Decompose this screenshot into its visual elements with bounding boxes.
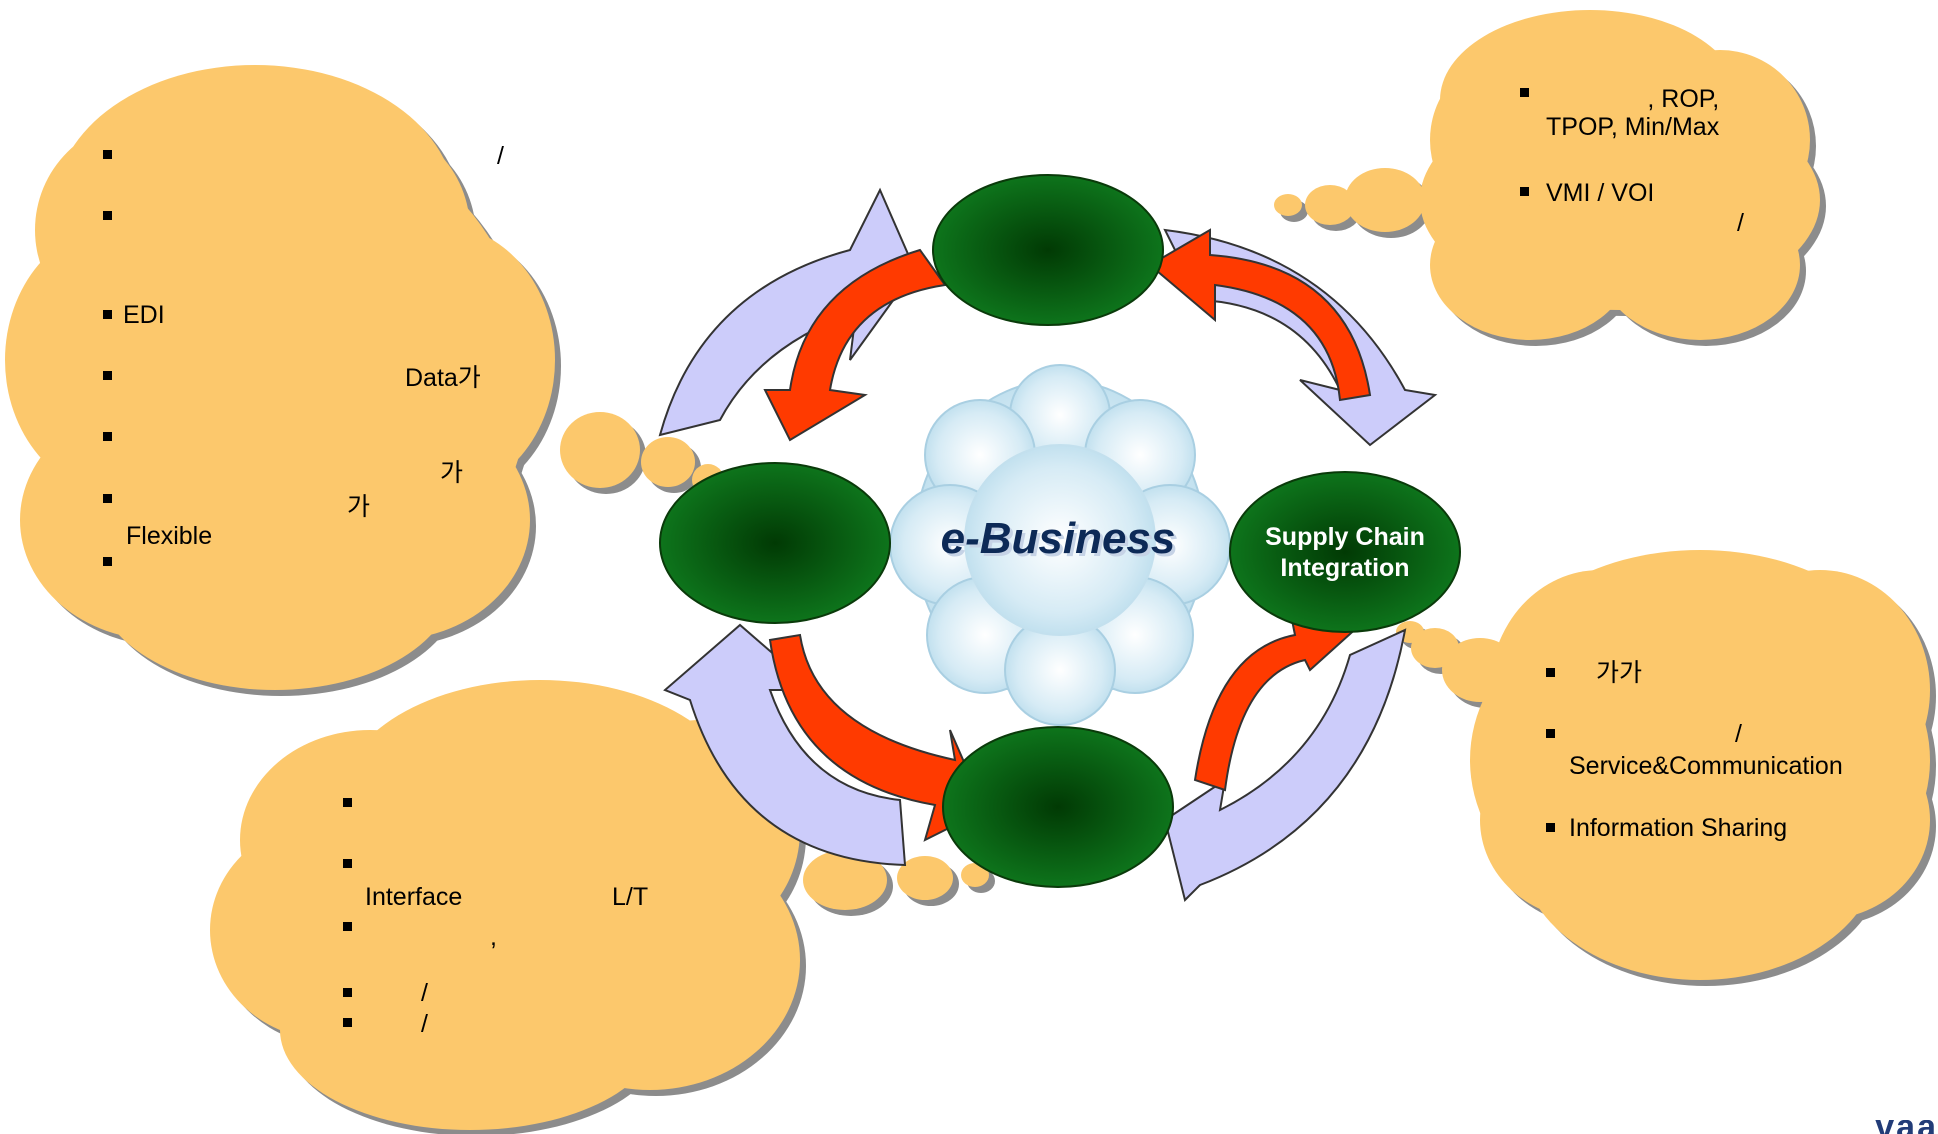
bullet-icon — [103, 371, 112, 380]
list-item: Flexible — [126, 522, 213, 550]
list-item: L/T — [612, 883, 649, 911]
list-item: / — [497, 142, 504, 170]
list-item: / — [1735, 720, 1742, 748]
center-cloud — [889, 364, 1231, 726]
bottom-left-thought-cloud — [210, 680, 995, 1134]
bullet-icon — [1546, 823, 1555, 832]
outer-arrow-lower-right — [1163, 628, 1407, 902]
bullet-icon — [103, 211, 112, 220]
right-thought-cloud — [1396, 550, 1936, 986]
list-item: , — [490, 923, 497, 951]
bullet-icon — [343, 988, 352, 997]
bullet-icon — [103, 150, 112, 159]
inner-arrow-right-to-top — [1148, 228, 1372, 402]
list-item: VMI / VOI — [1546, 179, 1655, 207]
node-right-label: Supply Chain Integration — [1265, 523, 1425, 582]
list-item: Service&Communication — [1569, 752, 1843, 780]
inner-arrow-top-to-left — [763, 248, 947, 442]
bullet-icon — [343, 922, 352, 931]
bullet-icon — [1520, 187, 1529, 196]
bullet-icon — [103, 432, 112, 441]
inner-arrow-left-to-bottom — [768, 633, 987, 842]
bullet-icon — [103, 557, 112, 566]
bullet-icon — [103, 310, 112, 319]
list-item: Data가 — [405, 364, 481, 392]
list-item: / — [421, 979, 428, 1007]
inner-cycle-arrows — [763, 228, 1372, 842]
list-item: , ROP, TPOP, Min/Max — [1546, 85, 1720, 141]
bullet-icon — [103, 494, 112, 503]
list-item: 가 — [347, 493, 371, 521]
list-item: / — [1737, 209, 1744, 237]
brand-logo: vaa — [1875, 1120, 1938, 1134]
list-item: 가가 — [1596, 659, 1643, 687]
node-top[interactable] — [932, 174, 1164, 326]
list-item: / — [421, 1010, 428, 1038]
bullet-icon — [1546, 668, 1555, 677]
left-thought-cloud — [5, 65, 730, 696]
list-item: 가 — [440, 459, 464, 487]
node-right[interactable] — [1229, 471, 1461, 633]
node-left[interactable] — [659, 462, 891, 624]
node-bottom[interactable] — [942, 726, 1174, 888]
outer-arrow-lower-left — [663, 623, 907, 867]
bullet-icon — [1546, 729, 1555, 738]
bullet-icon — [343, 798, 352, 807]
list-item: EDI — [123, 301, 165, 329]
bullet-icon — [343, 859, 352, 868]
bullet-icon — [1520, 88, 1529, 97]
outer-arrow-upper-left — [658, 187, 917, 437]
top-right-thought-cloud — [1274, 10, 1826, 346]
center-title: e-Business — [940, 514, 1176, 563]
list-item: Information Sharing — [1569, 814, 1788, 842]
list-item: Interface — [365, 883, 463, 911]
bullet-icon — [343, 1018, 352, 1027]
outer-cycle-arrows — [658, 187, 1438, 902]
